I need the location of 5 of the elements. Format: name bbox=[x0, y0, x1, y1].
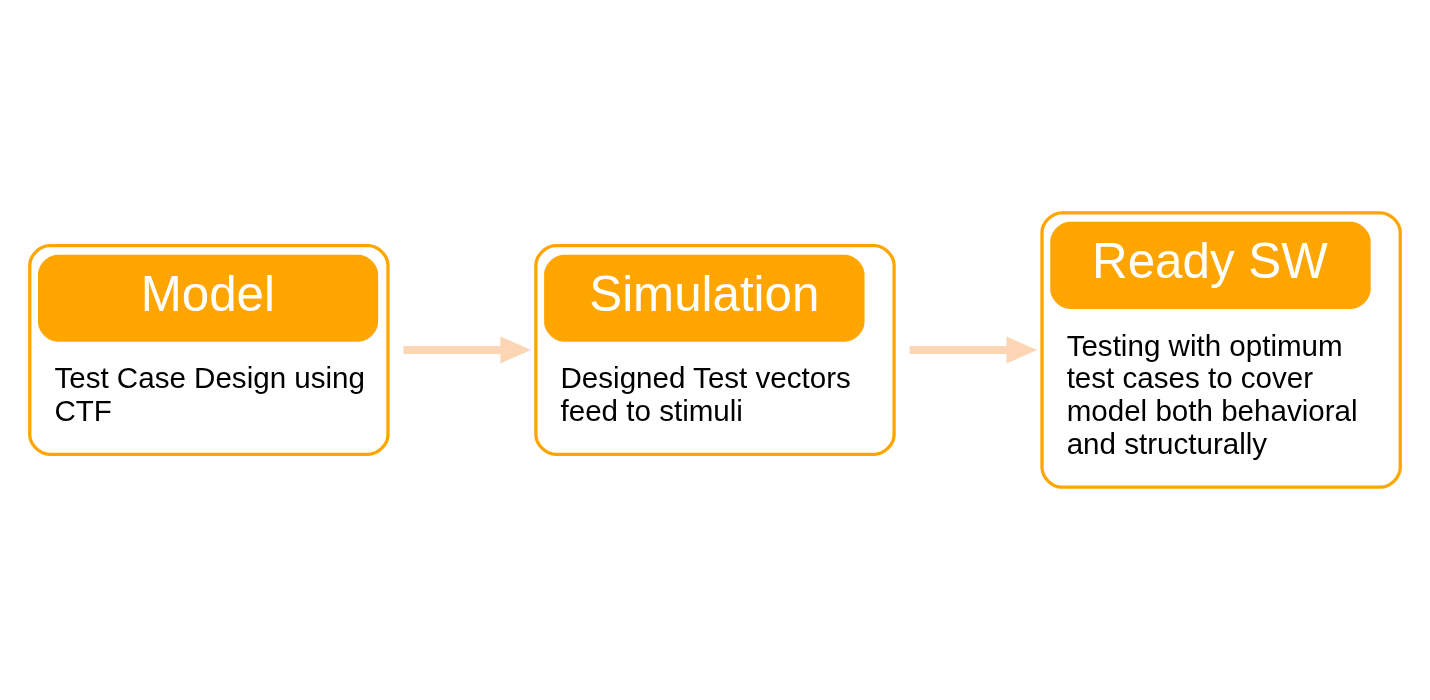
arrow bbox=[909, 336, 1038, 364]
arrow bbox=[403, 336, 532, 364]
node-box: Model Test Case Design using CTF bbox=[28, 244, 390, 456]
node-box: Ready SW Testing with optimum test cases to cover model both behavioral and structurally bbox=[1040, 211, 1402, 489]
node-box: Simulation Designed Test vectors feed to stimuli bbox=[534, 244, 896, 456]
